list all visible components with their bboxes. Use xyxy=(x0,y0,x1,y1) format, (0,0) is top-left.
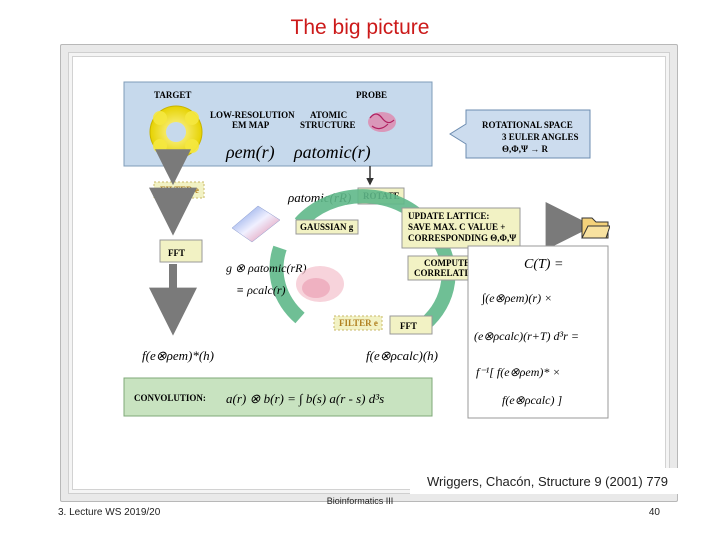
rhs-line-2: (e⊗ρcalc)(r+T) d³r = xyxy=(474,329,579,343)
convolution-panel xyxy=(123,377,433,417)
convolution-formula: a(r) ⊗ b(r) = ∫ b(s) a(r - s) d³s xyxy=(226,391,384,407)
slide-title: The big picture xyxy=(290,16,430,39)
compute-label-2: CORRELATION xyxy=(414,268,482,278)
g-conv-formula: g ⊗ ρatomic(rR) xyxy=(226,261,306,275)
fft-bottom-box xyxy=(389,315,433,335)
rotational-sub: 3 EULER ANGLES xyxy=(502,132,579,142)
footer-course: Bioinformatics III xyxy=(326,496,394,506)
probe-label: PROBE xyxy=(356,90,387,100)
footer-page-number: 40 xyxy=(648,507,660,518)
filter-bottom-box xyxy=(333,315,383,331)
update-lattice-box xyxy=(401,207,521,249)
rho-atomic-formula: ρatomic(r) xyxy=(293,142,371,163)
citation: Wriggers, Chacón, Structure 9 (2001) 779 xyxy=(410,468,685,494)
rhs-line-1: ∫(e⊗ρem)(r) × xyxy=(481,291,552,305)
update-label-2: SAVE MAX. C VALUE + xyxy=(408,222,505,232)
update-label-3: CORRESPONDING Θ,Φ,Ψ xyxy=(408,233,516,243)
convolution-label: CONVOLUTION: xyxy=(134,393,206,403)
diagram-figure: TARGET PROBE LOW-RESOLUTION EM MAP ATOMI… xyxy=(123,81,610,419)
em-map-label-1: LOW-RESOLUTION xyxy=(210,110,295,120)
rotational-space-panel xyxy=(449,109,591,159)
fft-left-label: FFT xyxy=(168,248,185,258)
rho-calc-formula: ≡ ρcalc(r) xyxy=(236,283,286,297)
rotational-title: ROTATIONAL SPACE xyxy=(482,120,573,130)
c-t-formula: C(T) = xyxy=(524,257,563,272)
atomic-label-1: ATOMIC xyxy=(310,110,347,120)
atomic-label-2: STRUCTURE xyxy=(300,120,356,130)
gaussian-surface-icon xyxy=(231,205,281,243)
update-label-1: UPDATE LATTICE: xyxy=(408,211,489,221)
gaussian-box xyxy=(295,219,359,235)
filter-bottom-label: FILTER e xyxy=(339,318,378,328)
rhs-line-3: f⁻¹[ f(e⊗ρem)* × xyxy=(476,365,561,379)
rhs-line-4: f(e⊗ρcalc) ] xyxy=(502,393,562,407)
gaussian-label: GAUSSIAN g xyxy=(300,222,354,232)
footer-lecture: 3. Lecture WS 2019/20 xyxy=(58,507,161,518)
target-label: TARGET xyxy=(154,90,191,100)
em-map-label-2: EM MAP xyxy=(232,120,270,130)
correlation-formula-panel xyxy=(467,245,609,419)
compute-label-1: COMPUTE xyxy=(424,258,470,268)
probe-molecule-icon xyxy=(368,112,396,132)
fft-left-box xyxy=(159,239,203,263)
f-calc-formula: f(e⊗ρcalc)(h) xyxy=(366,348,438,363)
f-em-conj-formula: f(e⊗ρem)*(h) xyxy=(142,348,214,363)
rotational-formula: Θ,Φ,Ψ → R xyxy=(502,144,548,154)
density-blob-icon xyxy=(296,266,344,302)
rho-em-formula: ρem(r) xyxy=(225,142,275,163)
folder-icon xyxy=(581,217,610,239)
filter-top-label: FILTER e xyxy=(160,185,199,195)
em-map-icon xyxy=(149,105,203,159)
fft-bottom-label: FFT xyxy=(400,321,417,331)
